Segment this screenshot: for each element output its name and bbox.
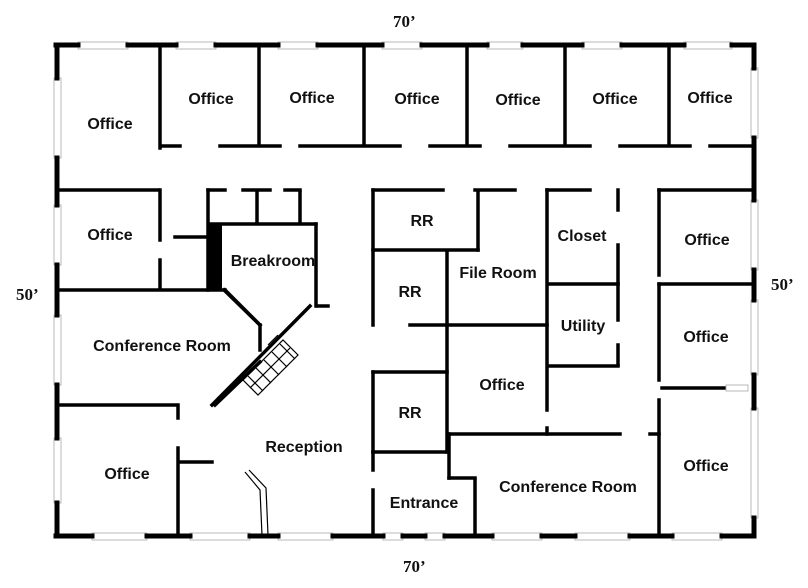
room-label-office-east-3: Office: [683, 458, 728, 475]
window-right-3: [750, 299, 759, 376]
room-label-conference-room-west: Conference Room: [93, 338, 231, 355]
window-top-3: [277, 41, 319, 50]
room-label-conference-room-south: Conference Room: [499, 479, 637, 496]
dimension-left: 50’: [16, 285, 39, 304]
window-bottom-2: [189, 532, 251, 541]
window-top-2: [175, 41, 217, 50]
window-top-6: [581, 41, 623, 50]
room-label-office-top-4: Office: [495, 92, 540, 109]
room-label-breakroom: Breakroom: [231, 253, 315, 270]
exterior-walls: [53, 42, 757, 539]
room-labels: Office Office Office Office Office Offic…: [87, 90, 732, 512]
window-east-small: [725, 384, 749, 392]
room-label-rr-1: RR: [410, 213, 434, 230]
room-label-office-nw: Office: [87, 116, 132, 133]
window-bottom-7: [574, 532, 631, 541]
window-right-2: [750, 199, 759, 271]
window-top-7: [683, 41, 733, 50]
room-label-office-east-1: Office: [684, 232, 729, 249]
room-label-closet: Closet: [558, 228, 608, 245]
window-top-5: [486, 41, 524, 50]
room-label-office-top-6: Office: [687, 90, 732, 107]
window-bottom-4: [382, 532, 404, 541]
room-label-reception: Reception: [265, 439, 342, 456]
window-bottom-8: [671, 532, 723, 541]
window-right-1: [750, 67, 759, 139]
room-label-office-east-2: Office: [683, 329, 728, 346]
window-left-2: [53, 204, 62, 266]
room-label-office-top-2: Office: [289, 90, 334, 107]
room-label-file-room: File Room: [459, 265, 536, 282]
room-label-rr-3: RR: [398, 405, 422, 422]
room-label-office-top-3: Office: [394, 91, 439, 108]
room-label-office-west: Office: [87, 227, 132, 244]
window-left-4: [53, 437, 62, 504]
window-left-3: [53, 314, 62, 386]
dimension-bottom: 70’: [403, 557, 426, 576]
room-label-office-top-1: Office: [188, 91, 233, 108]
room-label-office-sw: Office: [104, 466, 149, 483]
window-left-1: [53, 77, 62, 159]
window-top-1: [77, 41, 129, 50]
window-bottom-6: [491, 532, 543, 541]
dimension-right: 50’: [771, 275, 794, 294]
room-label-office-top-5: Office: [592, 91, 637, 108]
window-top-4: [381, 41, 423, 50]
window-bottom-1: [91, 532, 148, 541]
room-label-rr-2: RR: [398, 284, 422, 301]
window-bottom-3: [277, 532, 334, 541]
room-label-entrance: Entrance: [390, 495, 459, 512]
interior-walls: [56, 44, 754, 537]
room-label-office-center: Office: [479, 377, 524, 394]
entry-door: [244, 469, 269, 536]
breakroom-cabinet: [208, 225, 222, 290]
window-right-4: [750, 407, 759, 519]
stairs: [242, 334, 299, 396]
dimension-top: 70’: [393, 12, 416, 31]
window-bottom-5: [424, 532, 446, 541]
room-label-utility: Utility: [561, 318, 606, 335]
